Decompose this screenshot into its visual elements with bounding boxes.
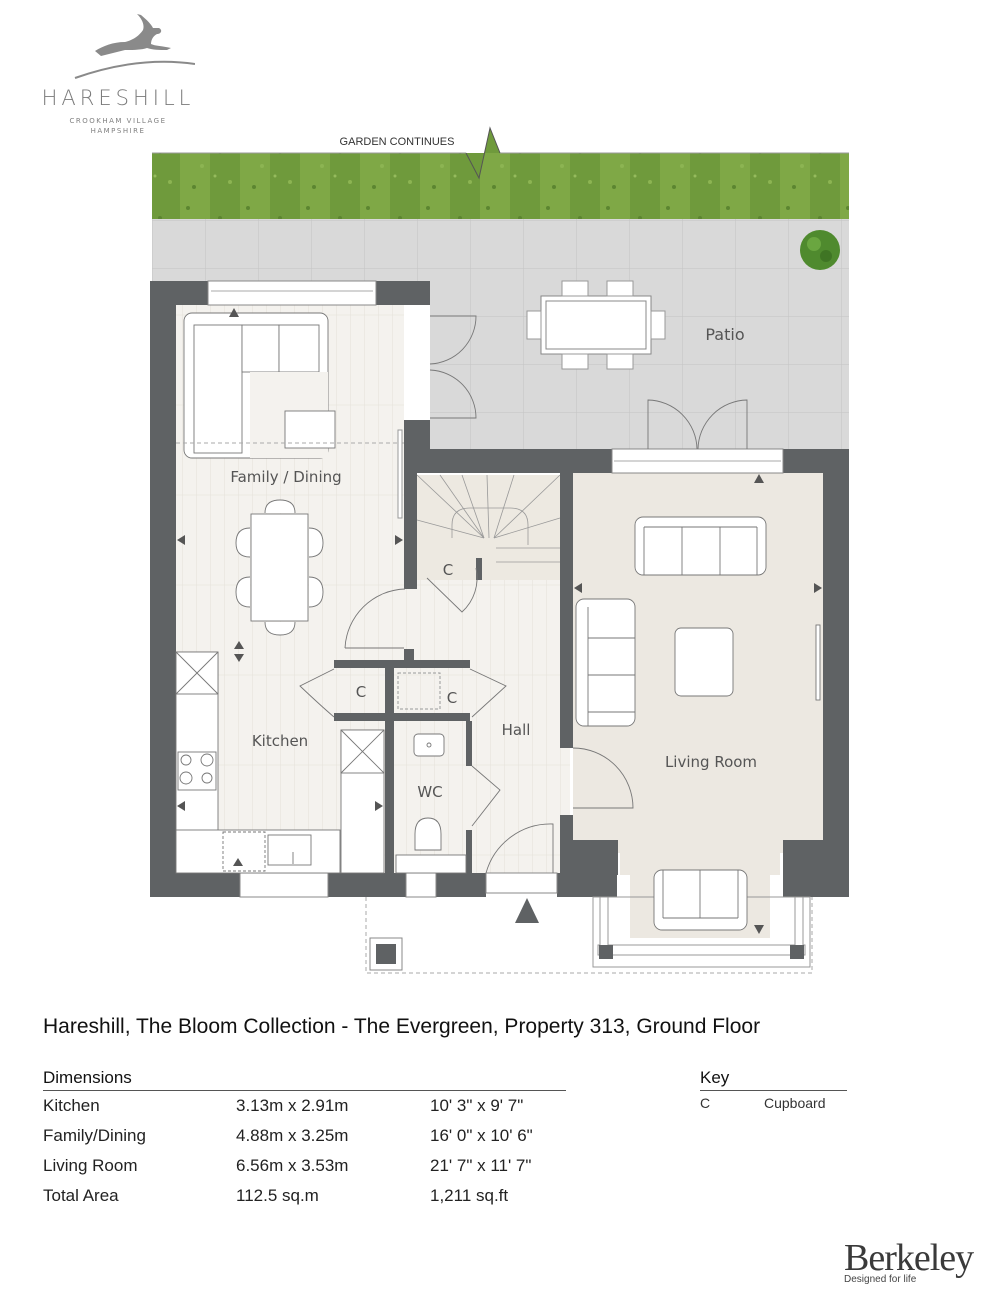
room-label-family-dining: Family / Dining xyxy=(230,468,341,486)
metric-size: 4.88m x 3.25m xyxy=(236,1126,349,1145)
room-label-wc: WC xyxy=(417,783,442,801)
wc-fixtures xyxy=(395,733,467,874)
shrub-icon xyxy=(800,230,840,270)
dimensions-heading: Dimensions xyxy=(43,1068,566,1091)
room-label-kitchen: Kitchen xyxy=(252,732,308,750)
imperial-size: 1,211 sq.ft xyxy=(430,1186,509,1205)
table-row: Kitchen 3.13m x 2.91m 10' 3" x 9' 7" xyxy=(43,1091,566,1121)
living-room-furniture xyxy=(575,516,821,931)
stair-cupboard-door xyxy=(426,567,478,613)
room-name: Kitchen xyxy=(43,1096,100,1115)
garden-continues-label: GARDEN CONTINUES xyxy=(340,136,455,148)
kitchen-door xyxy=(344,588,406,649)
window-kitchen-front xyxy=(239,872,329,898)
living-patio-doors xyxy=(647,399,748,450)
key-legend: Key C Cupboard xyxy=(700,1068,847,1115)
hare-icon xyxy=(74,14,195,79)
floor-plan: GARDEN CONTINUES Patio xyxy=(150,126,849,974)
dimensions-table: Dimensions Kitchen 3.13m x 2.91m 10' 3" … xyxy=(43,1068,566,1211)
metric-size: 112.5 sq.m xyxy=(236,1186,319,1205)
kitchen-units xyxy=(175,651,385,874)
brand-tagline: Designed for life xyxy=(844,1274,917,1285)
logo-subtitle-line2: HAMPSHIRE xyxy=(90,127,146,135)
room-name: Family/Dining xyxy=(43,1126,146,1145)
room-name: Living Room xyxy=(43,1156,138,1175)
kitchen-cupboard-door xyxy=(299,668,335,718)
table-row: Living Room 6.56m x 3.53m 21' 7" x 11' 7… xyxy=(43,1151,566,1181)
berkeley-logo: Berkeley Designed for life xyxy=(844,1237,974,1285)
page-title: Hareshill, The Bloom Collection - The Ev… xyxy=(43,1015,761,1038)
imperial-size: 10' 3" x 9' 7" xyxy=(430,1096,524,1115)
walls xyxy=(150,281,849,897)
logo-name: HARESHILL xyxy=(41,86,195,110)
cupboard-label-kitchen: C xyxy=(356,683,366,701)
living-room-door xyxy=(572,747,634,809)
family-patio-doors xyxy=(404,305,477,420)
dimension-arrows xyxy=(177,308,822,934)
front-door xyxy=(485,872,558,894)
logo-subtitle-line1: CROOKHAM VILLAGE xyxy=(69,117,167,125)
patio-dining-table xyxy=(526,280,666,370)
brand-name: Berkeley xyxy=(844,1237,974,1279)
metric-size: 6.56m x 3.53m xyxy=(236,1156,349,1175)
family-sofa xyxy=(183,312,336,459)
room-label-hall: Hall xyxy=(502,721,531,739)
hall-cupboard-door xyxy=(469,668,507,718)
window-wc-front xyxy=(405,872,437,898)
cupboard-label-hall: C xyxy=(447,689,457,707)
wc-door xyxy=(471,765,501,827)
cupboard-label-stairs: C xyxy=(443,561,453,579)
imperial-size: 21' 7" x 11' 7" xyxy=(430,1156,532,1175)
key-meaning: Cupboard xyxy=(764,1095,826,1111)
porch-pillar xyxy=(369,937,403,971)
key-symbol: C xyxy=(700,1095,711,1111)
hareshill-logo: HARESHILL CROOKHAM VILLAGE HAMPSHIRE xyxy=(40,6,210,136)
entrance-arrow-icon xyxy=(515,898,539,923)
key-heading: Key xyxy=(700,1068,847,1091)
room-label-living-room: Living Room xyxy=(665,753,757,771)
imperial-size: 16' 0" x 10' 6" xyxy=(430,1126,533,1145)
metric-size: 3.13m x 2.91m xyxy=(236,1096,349,1115)
room-label-patio: Patio xyxy=(705,325,744,344)
front-entrance-door xyxy=(485,823,554,874)
key-item: C Cupboard xyxy=(700,1091,847,1115)
dining-table xyxy=(235,499,324,636)
window-family-rear xyxy=(207,280,377,306)
table-row: Total Area 112.5 sq.m 1,211 sq.ft xyxy=(43,1181,566,1211)
room-name: Total Area xyxy=(43,1186,119,1205)
table-row: Family/Dining 4.88m x 3.25m 16' 0" x 10'… xyxy=(43,1121,566,1151)
garden-lawn xyxy=(152,153,849,219)
